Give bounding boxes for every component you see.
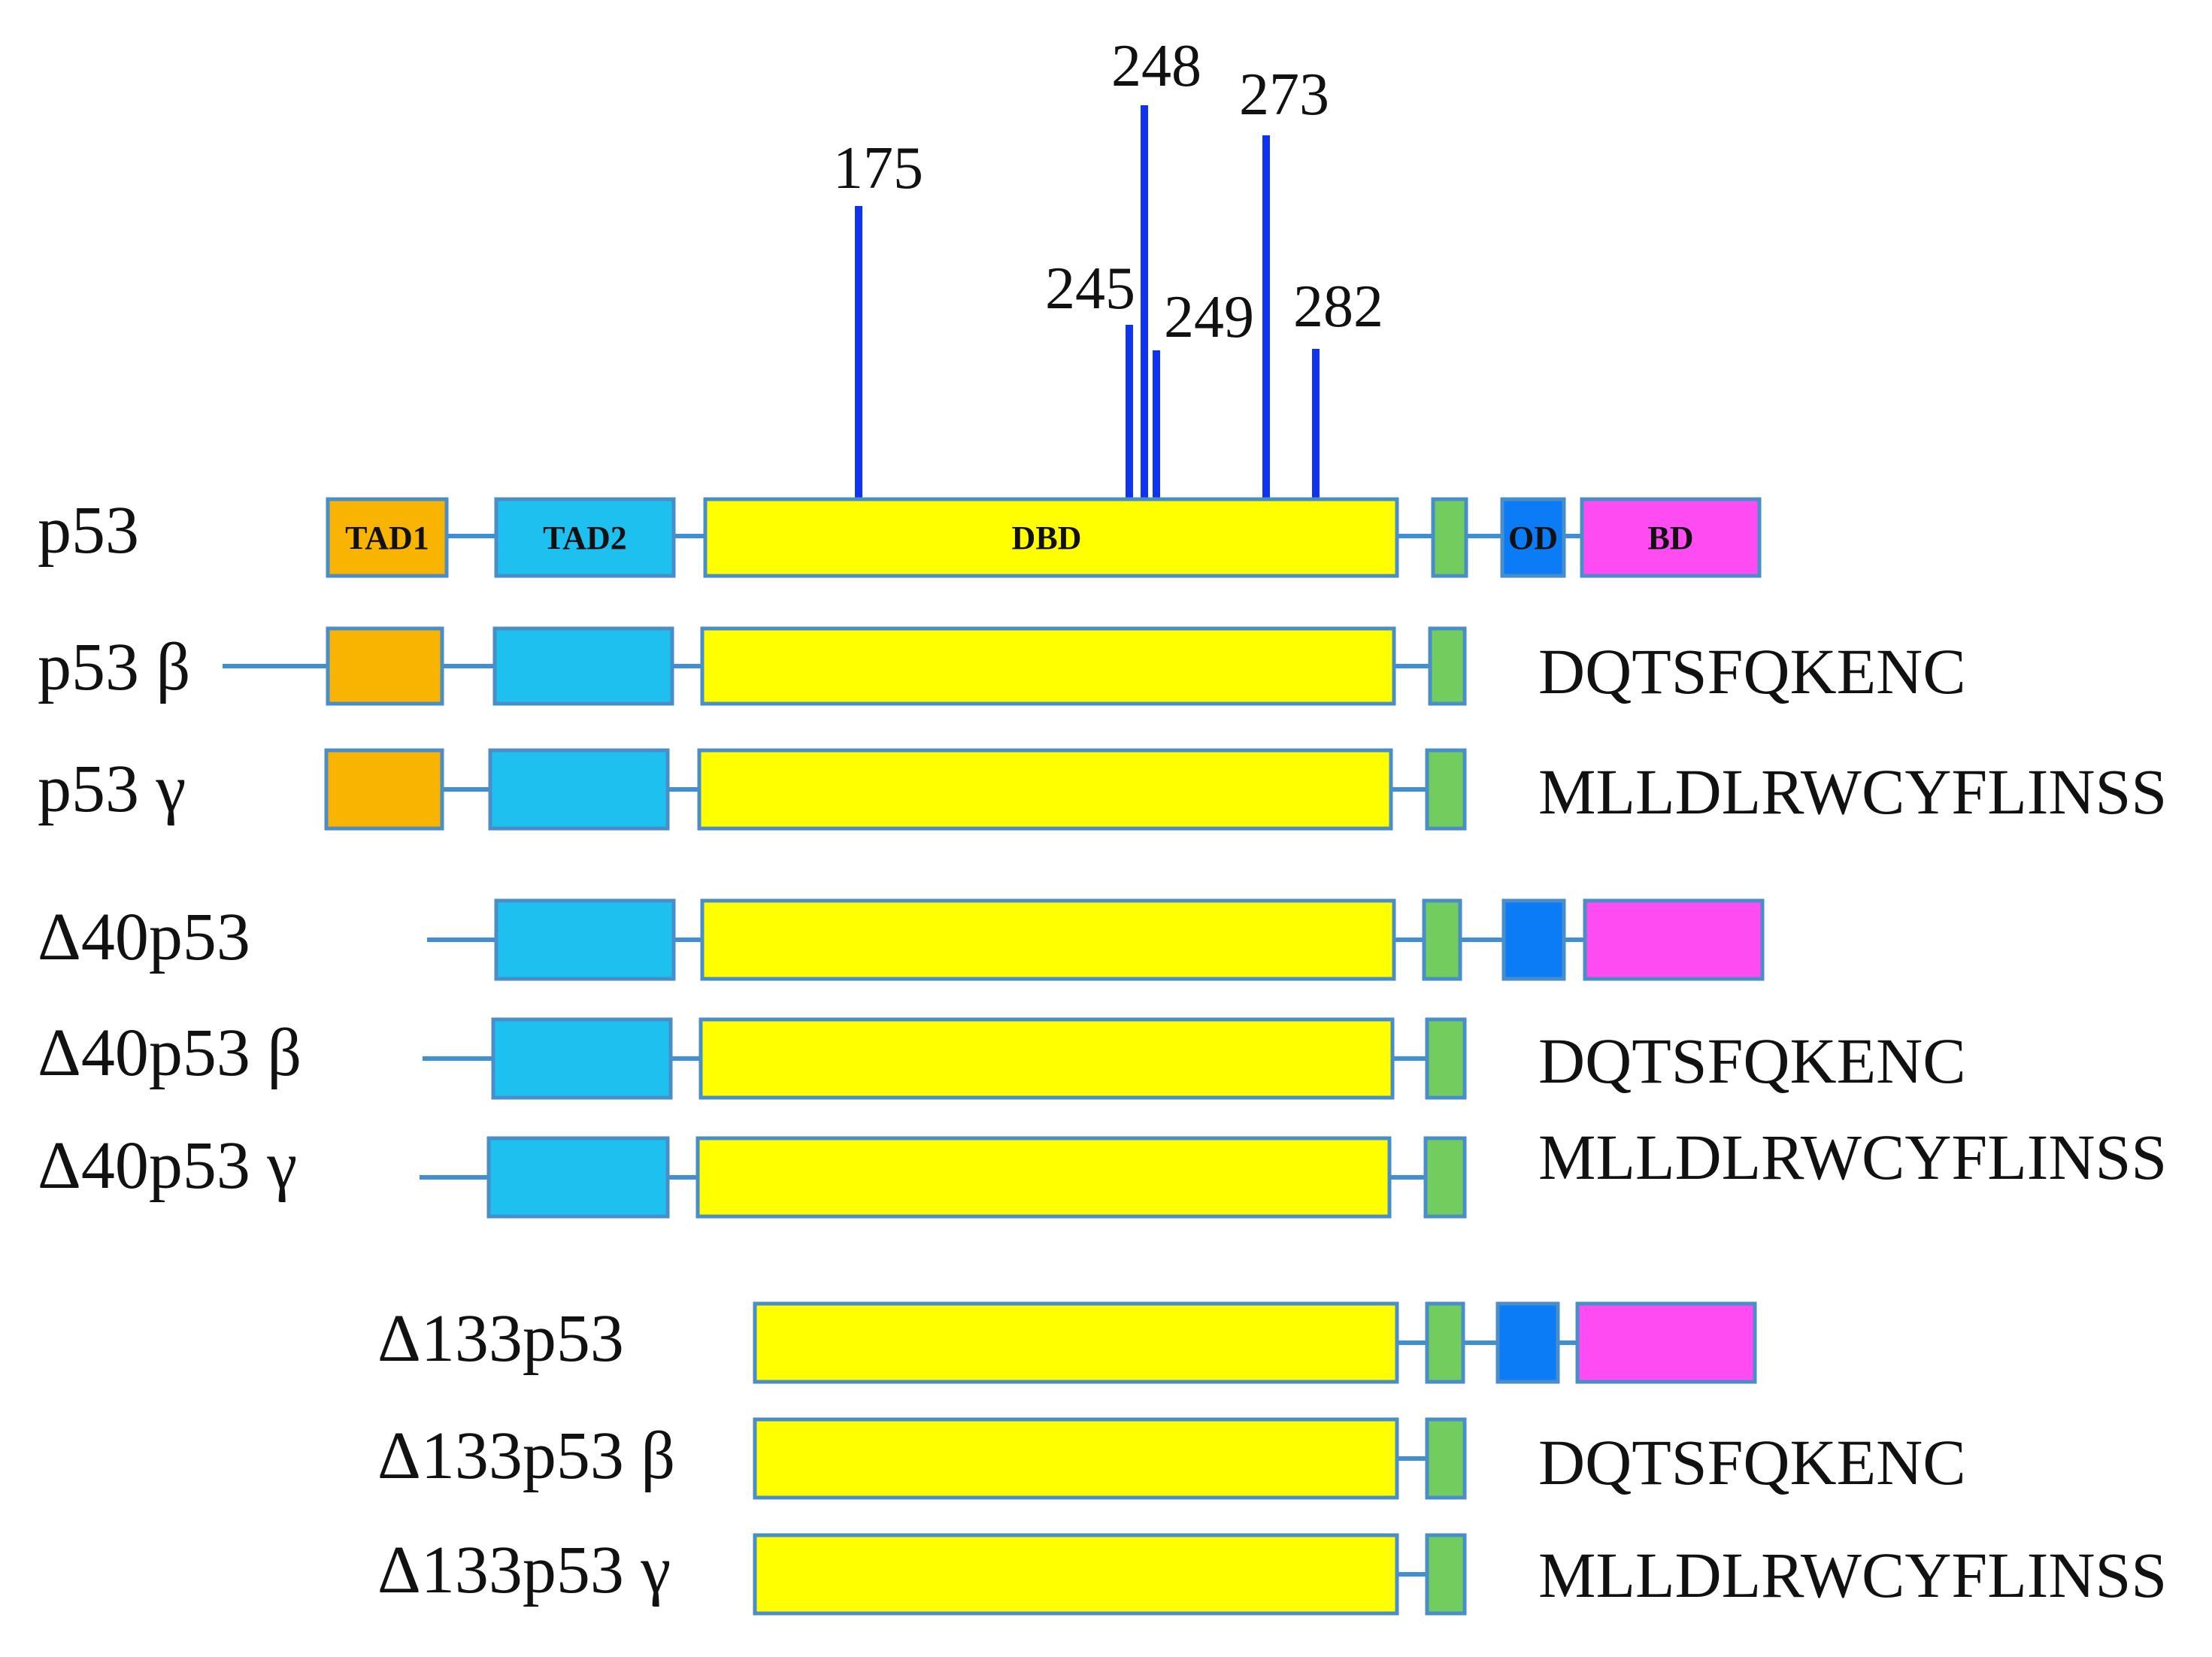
isoform-label: p53 γ: [38, 752, 186, 826]
domain-nls: [1425, 748, 1467, 831]
tail-sequence: DQTSFQKENC: [1538, 635, 1966, 707]
domain-nls: [1423, 1136, 1467, 1219]
domain-tad1: [326, 497, 449, 578]
domain-dbd: [753, 1533, 1399, 1616]
hotspot-label-245: 245: [1045, 256, 1135, 322]
domain-nls: [1425, 1017, 1467, 1100]
isoform-row-delta133p53-gamma: Δ133p53 γ MLLDLRWCYFLINSS: [377, 1533, 2167, 1616]
hotspot-label-248: 248: [1111, 33, 1201, 99]
tail-sequence: DQTSFQKENC: [1538, 1025, 1966, 1097]
domain-label-tad1: TAD1: [345, 520, 429, 556]
domain-label-bd: BD: [1647, 520, 1693, 556]
isoform-row-delta133p53-beta: Δ133p53 β DQTSFQKENC: [377, 1417, 1966, 1500]
hotspot-label-273: 273: [1239, 62, 1329, 128]
isoform-label: Δ40p53 γ: [38, 1128, 297, 1203]
tail-sequence: MLLDLRWCYFLINSS: [1538, 756, 2167, 828]
isoform-label: p53 β: [38, 630, 190, 704]
isoform-row-delta40p53-gamma: Δ40p53 γ MLLDLRWCYFLINSS: [38, 1121, 2167, 1219]
tail-sequence: DQTSFQKENC: [1538, 1426, 1966, 1498]
isoform-row-p53-beta: p53 β DQTSFQKENC: [38, 626, 1966, 707]
domain-tad1: [324, 748, 444, 831]
domain-od: [1500, 497, 1566, 578]
domain-nls: [1425, 1301, 1465, 1384]
domain-bd: [1583, 898, 1765, 981]
domain-dbd: [753, 1417, 1399, 1500]
isoform-row-delta133p53: Δ133p53: [377, 1301, 1757, 1384]
domain-dbd: [703, 497, 1399, 578]
isoform-row-p53: p53 TAD1 TAD2 DBD OD BD: [38, 493, 1762, 578]
domain-dbd: [700, 898, 1396, 981]
domain-nls: [1425, 1533, 1467, 1616]
isoform-row-p53-gamma: p53 γ MLLDLRWCYFLINSS: [38, 748, 2167, 831]
isoform-label: Δ40p53 β: [38, 1016, 301, 1090]
domain-tad2: [486, 1136, 670, 1219]
hotspot-label-249: 249: [1164, 284, 1254, 350]
domain-tad2: [491, 1017, 673, 1100]
isoform-label: p53: [38, 493, 139, 568]
domain-tad2: [494, 497, 676, 578]
isoform-row-delta40p53-beta: Δ40p53 β DQTSFQKENC: [38, 1016, 1966, 1100]
domain-nls: [1425, 1417, 1467, 1500]
domain-nls: [1422, 898, 1462, 981]
domain-dbd: [698, 1017, 1395, 1100]
domain-tad2: [494, 898, 676, 981]
hotspot-label-282: 282: [1293, 274, 1383, 340]
domain-od: [1501, 898, 1566, 981]
isoform-label: Δ40p53: [38, 900, 250, 974]
tail-sequence: MLLDLRWCYFLINSS: [1538, 1539, 2167, 1611]
domain-label-tad2: TAD2: [543, 520, 627, 556]
domain-nls: [1428, 626, 1467, 706]
domain-label-od: OD: [1508, 520, 1558, 556]
hotspot-mutations: 175 245 248 249 273 282: [833, 33, 1383, 499]
domain-label-dbd: DBD: [1012, 520, 1082, 556]
domain-bd: [1580, 497, 1762, 578]
domain-dbd: [753, 1301, 1399, 1384]
tail-sequence: MLLDLRWCYFLINSS: [1538, 1121, 2167, 1193]
domain-dbd: [697, 748, 1393, 831]
domain-dbd: [700, 626, 1396, 706]
domain-tad2: [488, 748, 670, 831]
domain-tad1: [326, 626, 444, 706]
domain-dbd: [695, 1136, 1392, 1219]
hotspot-label-175: 175: [833, 135, 923, 201]
domain-tad2: [492, 626, 674, 706]
isoform-row-delta40p53: Δ40p53: [38, 898, 1765, 981]
isoform-label: Δ133p53 γ: [377, 1533, 671, 1607]
domain-nls: [1431, 497, 1468, 578]
isoform-label: Δ133p53 β: [377, 1419, 675, 1493]
domain-bd: [1575, 1301, 1757, 1384]
isoform-label: Δ133p53: [377, 1301, 624, 1376]
domain-od: [1495, 1301, 1560, 1384]
